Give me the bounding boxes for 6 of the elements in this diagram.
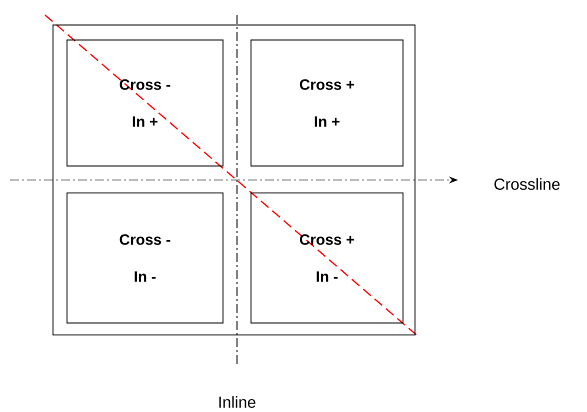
quadrant-box: Cross - In +	[66, 40, 224, 166]
axis-label: Crossline	[494, 178, 560, 190]
axis-label: Inline	[219, 396, 256, 408]
quadrant-box: Cross + In +	[250, 40, 404, 166]
quadrant-box: Cross + In -	[250, 192, 404, 324]
quadrant-box: Cross - In -	[66, 192, 224, 324]
